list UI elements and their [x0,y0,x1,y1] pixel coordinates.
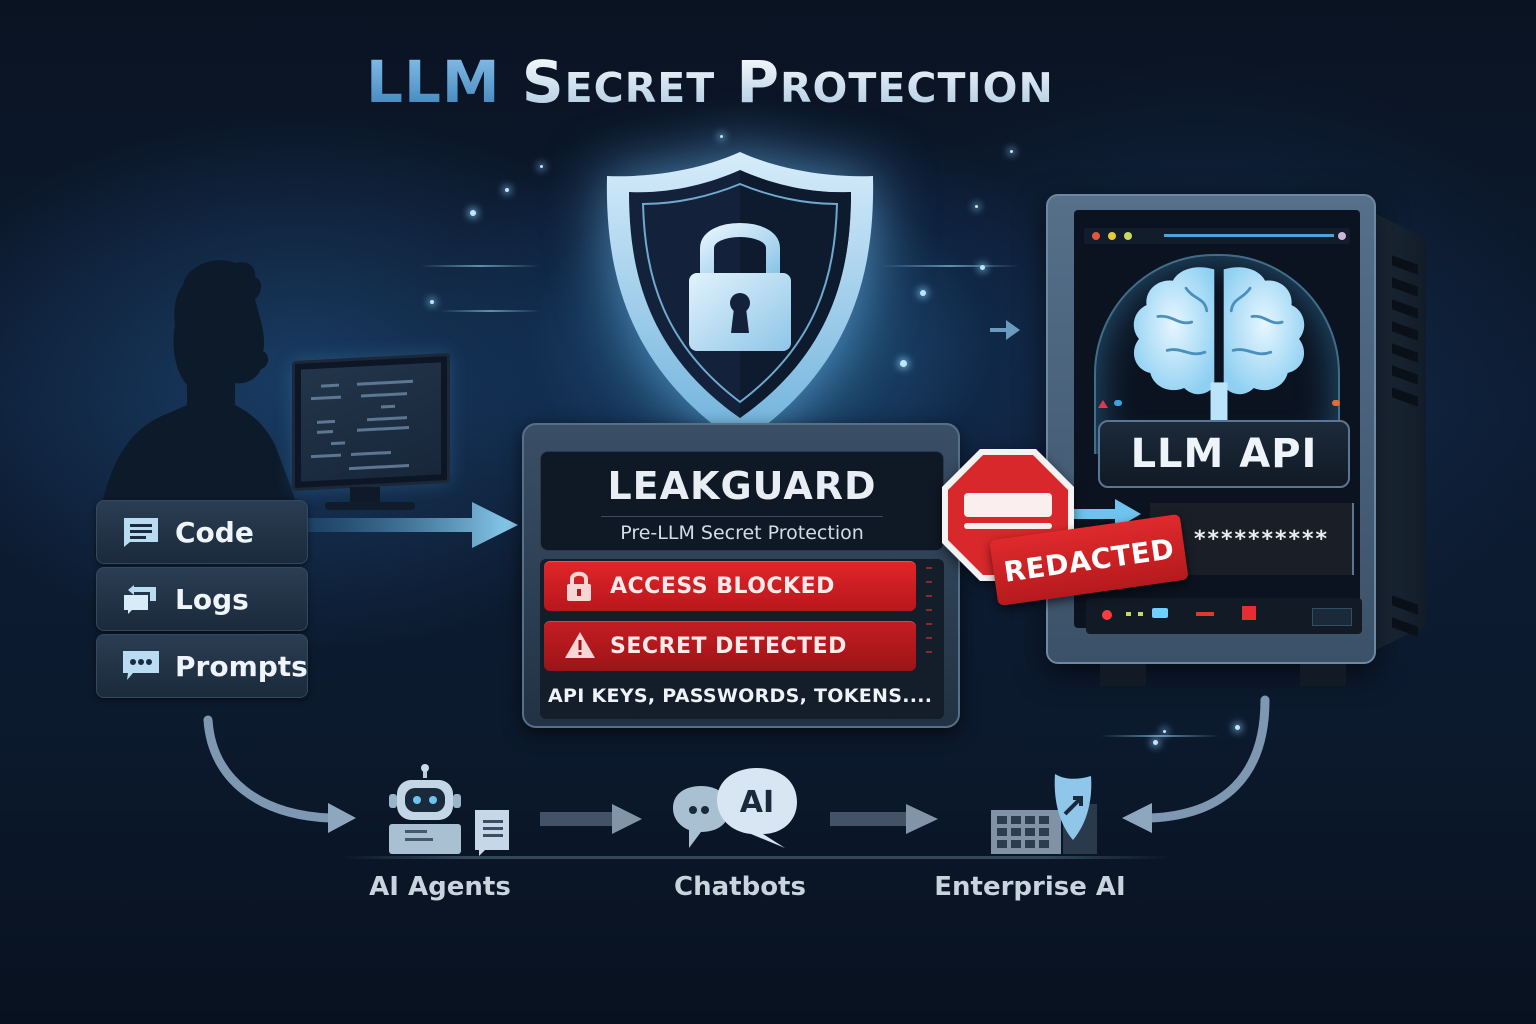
light-streak [440,310,540,312]
input-card-logs[interactable]: Logs [96,567,308,631]
particle [1010,150,1013,153]
building-shield-icon [991,774,1097,854]
speech-bubble-dots-icon [121,650,161,682]
led [1152,608,1168,618]
status-dot [1108,232,1116,240]
document-lines-icon [121,516,161,548]
padlock-icon [564,570,596,602]
leakguard-header: LEAKGUARD Pre-LLM Secret Protection [540,451,944,551]
ai-chat-bubbles-icon: AI [673,768,797,848]
particle [900,360,907,367]
masked-value: ********** [1194,526,1330,552]
particle [1163,730,1166,733]
flow-arrow-icon [990,320,1020,340]
particle [505,188,509,192]
server-foot [1100,664,1146,686]
target-label: AI Agents [369,872,511,902]
target-chatbots[interactable]: AI Chatbots [660,764,820,902]
led-text [1196,612,1214,616]
input-label: Code [175,515,254,549]
leakguard-name: LEAKGUARD [607,464,877,508]
particle [540,165,543,168]
leakguard-alerts: ACCESS BLOCKED SECRET DETECTED API KEYS,… [540,559,944,719]
sync-chat-icon [121,583,161,615]
alert-label: ACCESS BLOCKED [610,573,835,599]
ai-badge-text: AI [740,785,774,820]
developer-silhouette-icon [95,260,300,555]
title-main: Secret Protection [521,48,1054,116]
leakguard-panel: LEAKGUARD Pre-LLM Secret Protection ACCE… [522,423,960,728]
alert-access-blocked[interactable]: ACCESS BLOCKED [544,561,916,611]
input-card-code[interactable]: Code [96,500,308,564]
indicator [1098,400,1108,408]
led [1138,612,1143,616]
divider [601,516,883,517]
input-sources: Code Logs Prompts [96,500,308,701]
page-title: LLM Secret Protection [366,48,1054,116]
particle [1235,725,1240,730]
monitor-base [325,502,415,510]
led [1126,612,1131,616]
screen-topbar [1084,228,1350,244]
secret-types: API KEYS, PASSWORDS, TOKENS.... [548,685,933,707]
flow-baseline [340,856,1170,859]
flow-arrow-icon [300,502,518,548]
indicator [1332,400,1340,406]
input-label: Logs [175,582,249,616]
particle [1153,740,1158,745]
leakguard-subtitle: Pre-LLM Secret Protection [620,522,864,544]
shield-padlock-icon [606,152,874,444]
server-foot [1300,664,1346,686]
warning-triangle-icon [564,630,596,662]
status-dot [1124,232,1132,240]
particle [430,300,434,304]
particle [920,290,926,296]
brain-icon [1133,267,1305,420]
power-led [1102,610,1112,620]
particle [470,210,476,216]
monitor-stand [350,487,380,505]
particle [720,135,723,138]
llm-api-box[interactable]: LLM API [1098,420,1350,488]
target-label: Enterprise AI [934,872,1126,902]
input-card-prompts[interactable]: Prompts [96,634,308,698]
particle [975,205,978,208]
indicator [1114,400,1122,406]
target-enterprise-ai[interactable]: Enterprise AI [930,764,1130,902]
status-dot [1338,232,1346,240]
llm-api-label: LLM API [1130,431,1318,477]
display [1312,608,1352,626]
input-label: Prompts [175,649,308,683]
alert-secret-detected[interactable]: SECRET DETECTED [544,621,916,671]
progress-line [1164,234,1334,237]
light-streak [1100,735,1220,737]
light-streak [880,265,1020,267]
target-ai-agents[interactable]: AI Agents [369,764,520,902]
server-control-panel [1086,598,1362,634]
title-prefix: LLM [366,48,501,116]
alarm-button [1242,606,1256,620]
light-streak [420,265,540,267]
alert-label: SECRET DETECTED [610,633,847,659]
robot-icon [389,764,509,856]
status-dot [1092,232,1100,240]
target-label: Chatbots [674,872,806,902]
particle [980,265,985,270]
status-leds [926,567,936,677]
